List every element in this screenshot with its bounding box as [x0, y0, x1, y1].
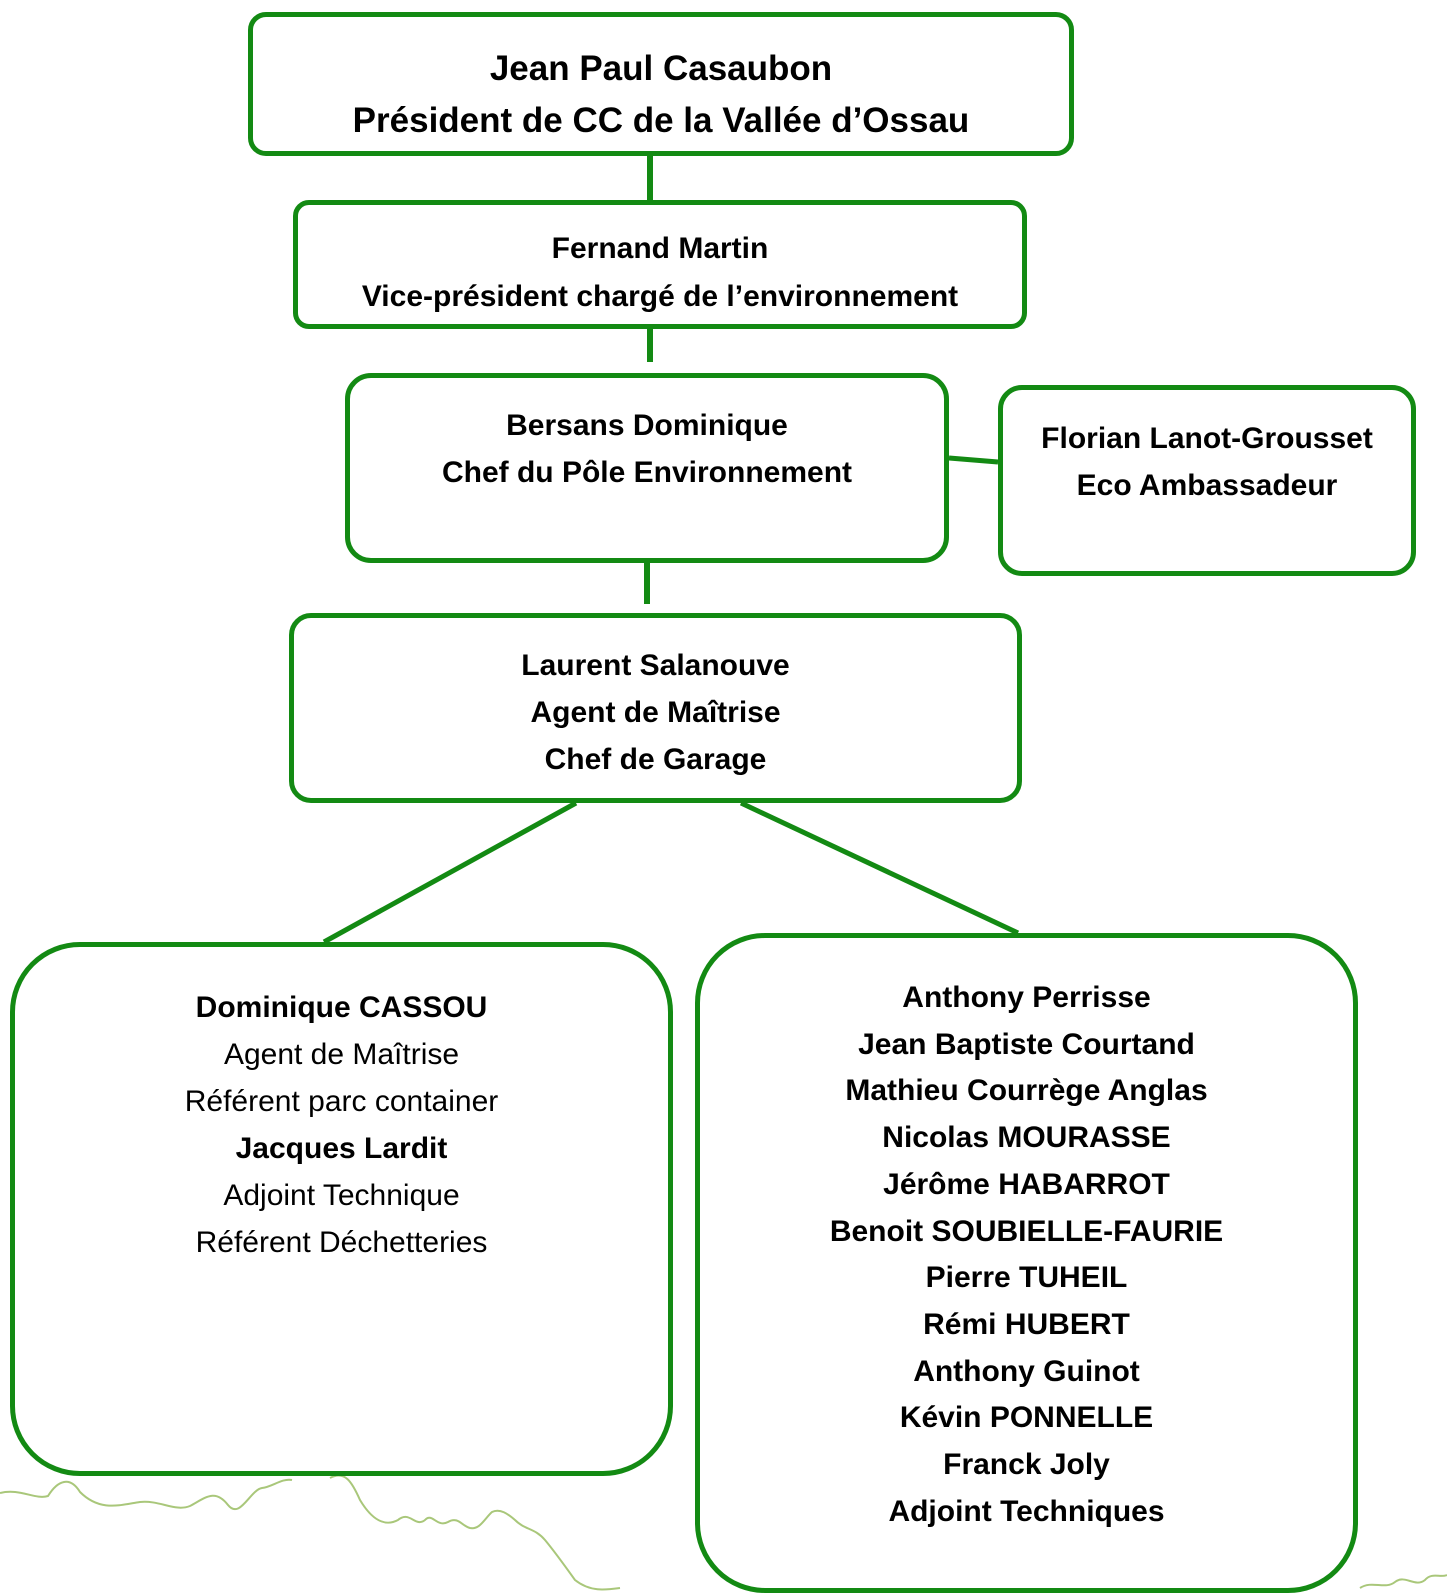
team-member-name: Franck Joly — [943, 1448, 1110, 1482]
chef-garage-title-2: Chef de Garage — [544, 743, 767, 776]
team-member-name: Nicolas MOURASSE — [882, 1121, 1171, 1155]
president-title: Président de CC de la Vallée d’Ossau — [352, 101, 970, 140]
chef-garage-title-1: Agent de Maîtrise — [530, 696, 781, 729]
chef-garage-name: Laurent Salanouve — [521, 649, 790, 682]
team-member-role: Référent parc container — [184, 1085, 499, 1118]
eco-ambassadeur-name: Florian Lanot-Grousset — [1041, 422, 1373, 455]
vice-president-name: Fernand Martin — [551, 232, 769, 265]
connector-garage-left — [322, 800, 578, 945]
team-member-role: Référent Déchetteries — [195, 1226, 488, 1259]
team-member-name: Jérôme HABARROT — [883, 1167, 1170, 1201]
connector-chef-pole-eco — [948, 455, 999, 465]
team-member-role: Agent de Maîtrise — [223, 1038, 460, 1071]
chef-pole-title: Chef du Pôle Environnement — [441, 456, 853, 489]
team-member-name: Anthony Perrisse — [902, 981, 1151, 1014]
team-member-role: Adjoint Technique — [223, 1179, 460, 1212]
chef-pole-box: Bersans Dominique Chef du Pôle Environne… — [345, 373, 949, 563]
left-team-box: Dominique CASSOU Agent de Maîtrise Référ… — [10, 942, 673, 1476]
team-member-name: Pierre TUHEIL — [925, 1261, 1128, 1295]
chef-pole-name: Bersans Dominique — [506, 409, 788, 442]
team-member-name: Jacques Lardit — [235, 1132, 448, 1165]
right-team-box: Anthony Perrisse Jean Baptiste Courtand … — [695, 933, 1358, 1593]
connector-garage-right — [739, 800, 1020, 936]
team-member-name: Dominique CASSOU — [195, 991, 488, 1024]
eco-ambassadeur-box: Florian Lanot-Grousset Eco Ambassadeur — [998, 385, 1416, 576]
chef-garage-box: Laurent Salanouve Agent de Maîtrise Chef… — [289, 613, 1022, 803]
team-member-name: Kévin PONNELLE — [899, 1401, 1154, 1435]
team-member-name: Rémi HUBERT — [923, 1307, 1130, 1341]
team-member-name: Jean Baptiste Courtand — [858, 1027, 1195, 1061]
vice-president-box: Fernand Martin Vice-président chargé de … — [293, 200, 1027, 329]
president-name: Jean Paul Casaubon — [489, 49, 833, 88]
president-box: Jean Paul Casaubon Président de CC de la… — [248, 12, 1074, 156]
team-role: Adjoint Techniques — [888, 1494, 1165, 1528]
team-member-name: Benoit SOUBIELLE-FAURIE — [829, 1214, 1224, 1248]
eco-ambassadeur-title: Eco Ambassadeur — [1076, 469, 1338, 502]
hills-decoration — [0, 1474, 1447, 1591]
team-member-name: Anthony Guinot — [913, 1354, 1140, 1388]
vice-president-title: Vice-président chargé de l’environnement — [361, 280, 959, 313]
team-member-name: Mathieu Courrège Anglas — [845, 1074, 1208, 1108]
